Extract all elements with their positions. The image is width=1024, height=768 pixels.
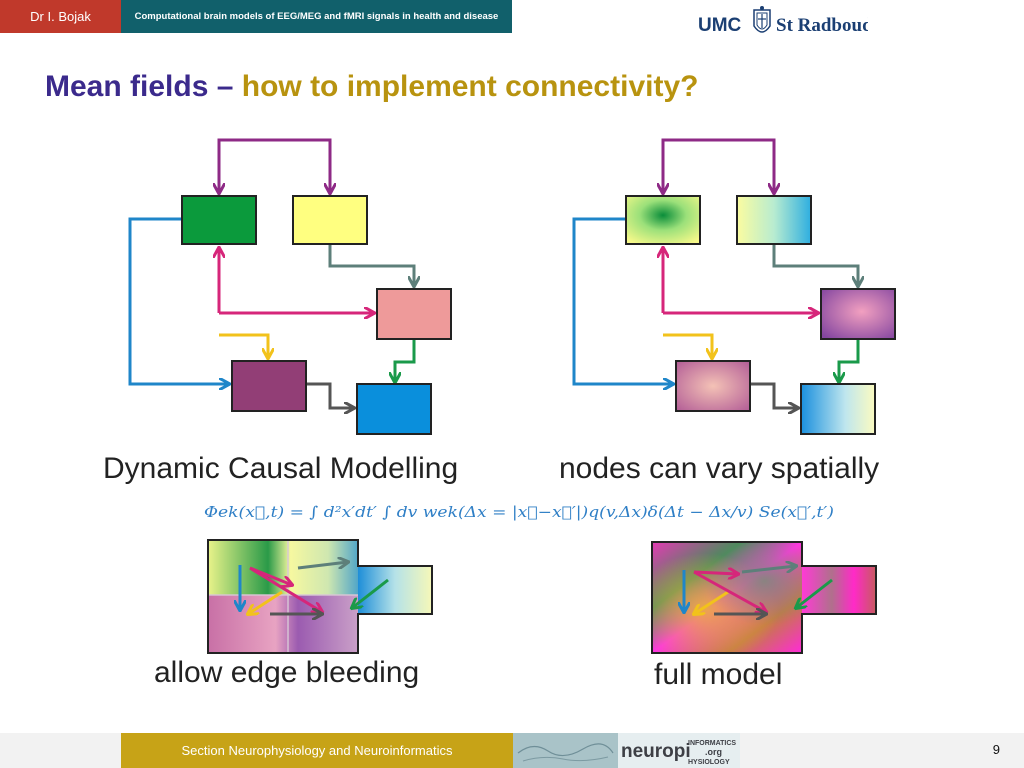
author-tag: Dr I. Bojak: [0, 0, 121, 33]
bleed-arrow-yellow: [248, 590, 283, 614]
slide-title: Mean fields – how to implement connectiv…: [45, 70, 698, 104]
full-arrow-pink-2: [693, 570, 766, 612]
banner-brand-bottom: HYSIOLOGY: [688, 759, 730, 766]
sp-node-yellow: [736, 195, 812, 245]
dcm-node-yellow: [292, 195, 368, 245]
bleed-region-bottom: [208, 595, 358, 653]
slide-title-main: Mean fields –: [45, 70, 234, 103]
sp-arrow-purple-top: [661, 138, 774, 193]
sp-arrow-gray: [751, 382, 798, 408]
dcm-arrow-yellow-to-purple: [219, 333, 268, 358]
logo-umc-text: UMC: [698, 15, 742, 36]
neurophysiology-org-banner: neuropi INFORMATICS .org HYSIOLOGY: [513, 733, 740, 768]
dcm-node-purple: [231, 360, 307, 412]
footer-section-label: Section Neurophysiology and Neuroinforma…: [121, 733, 513, 768]
dcm-node-pink: [376, 288, 452, 340]
sp-node-purple: [675, 360, 751, 412]
banner-brand-main: neuropi: [621, 741, 691, 762]
sp-node-blue: [800, 383, 876, 435]
full-outline: [651, 541, 877, 654]
crest-icon: [753, 6, 771, 33]
dcm-arrow-gray: [307, 382, 354, 408]
bleed-arrow-pink-2: [249, 566, 322, 612]
sp-arrow-blue-loop: [572, 217, 673, 384]
full-arrow-yellow: [694, 590, 729, 614]
talk-title: Computational brain models of EEG/MEG an…: [121, 0, 512, 33]
bleed-arrow-green: [352, 578, 389, 608]
dcm-arrow-purple-to-yellow: [217, 138, 330, 193]
bleed-region-extension: [358, 566, 432, 614]
caption-dynamic-causal-modelling: Dynamic Causal Modelling: [103, 452, 459, 485]
full-arrow-green: [796, 578, 833, 608]
dcm-arrow-blue-loop: [128, 217, 229, 384]
banner-brand-top: INFORMATICS: [688, 740, 736, 747]
bleeding-diagram: [207, 539, 433, 654]
page-number: 9: [992, 742, 1000, 757]
sp-arrow-teal: [772, 244, 858, 286]
bleed-outline: [207, 539, 433, 654]
dcm-node-blue: [356, 383, 432, 435]
umc-st-radboud-logo: UMC St Radboud: [698, 6, 868, 36]
dcm-node-green: [181, 195, 257, 245]
sp-node-green: [625, 195, 701, 245]
bleed-arrow-teal: [297, 562, 348, 570]
caption-full-model: full model: [654, 658, 783, 691]
formula-text: Φek(x⃗,t) = ∫ d²x′dt′ ∫ dv wek(Δx = |x⃗−…: [204, 503, 834, 521]
caption-edge-bleeding: allow edge bleeding: [154, 656, 420, 689]
logo-radboud-text: St Radboud: [776, 15, 868, 36]
spatial-diagram: [572, 138, 896, 435]
caption-nodes-vary-spatially: nodes can vary spatially: [559, 452, 880, 485]
sp-arrow-green: [839, 339, 860, 382]
sp-arrow-yellow: [663, 333, 712, 358]
dcm-arrow-teal: [328, 244, 414, 286]
dcm-arrow-green: [395, 339, 416, 382]
full-arrow-pink-1: [693, 572, 738, 574]
connectivity-formula: Φek(x⃗,t) = ∫ d²x′dt′ ∫ dv wek(Δx = |x⃗−…: [204, 503, 834, 521]
full-region-extension: [802, 566, 876, 614]
full-arrow-teal: [741, 566, 796, 574]
banner-brand-org: .org: [705, 747, 722, 757]
slide-title-question: how to implement connectivity?: [241, 70, 699, 103]
sp-node-pink: [820, 288, 896, 340]
full-model-diagram: [651, 541, 877, 654]
dcm-diagram: [128, 138, 452, 435]
